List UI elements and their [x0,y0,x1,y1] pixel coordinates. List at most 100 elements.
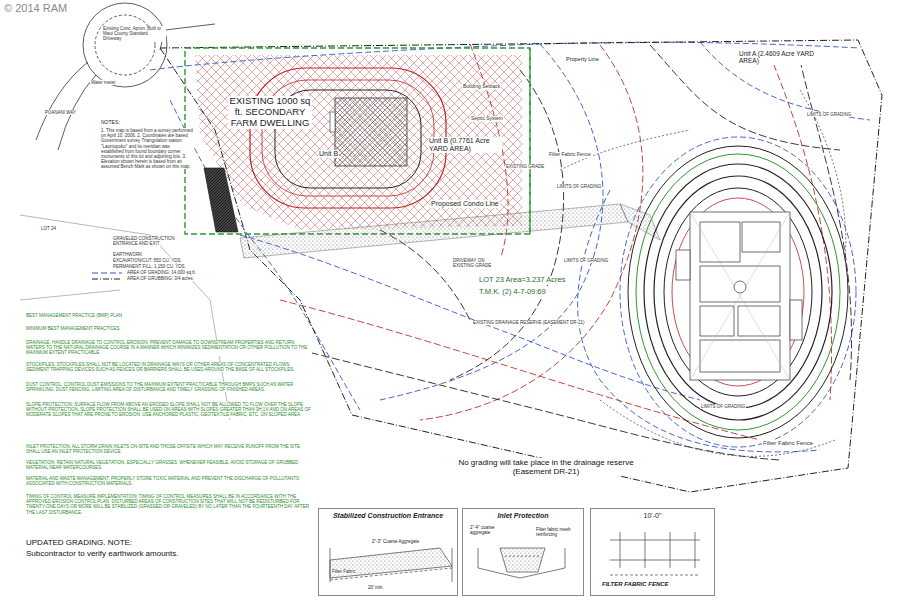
driveway [240,204,660,258]
detail-sketches-part [505,556,540,557]
dwelling [250,68,446,208]
bmp-heading: BEST MANAGEMENT PRACTICE (BMP) PLAN [25,313,123,318]
driveway-part [240,204,628,258]
legend-sample-line [92,273,122,274]
graded-mound-part [672,198,804,386]
crosshatch-area-part [195,55,522,230]
dwelling-part [330,112,335,132]
detail-sketches-part [330,568,452,580]
callout-text: LIMITS OF GRADING [563,258,609,263]
proposed-house-part [742,222,780,252]
callout-text: LIMITS OF GRADING [806,112,852,117]
graded-mound [620,137,856,447]
bmp-text: VEGETATION: RETAIN NATURAL VEGETATION, E… [25,460,312,470]
area-label: Unit B (0.7761 Acre YARD AREA) [428,137,502,153]
bmp-text: DRAINAGE: HANDLE DRAINAGE TO CONTROL ERO… [25,340,312,356]
detail-sketches-part [500,548,545,572]
street-name: PUANANI WAY [44,110,77,115]
filter-fabric-fence-part [600,400,835,456]
callout-text: Existing Conc. Apron, Built to Maui Coun… [102,26,166,42]
detail-title: 10'-0" [593,512,712,520]
proposed-house-part [700,306,734,336]
bmp-text: MATERIAL AND WASTE MANAGEMENT: PROPERLY … [25,476,312,486]
detail-callout: 2"-4" coarse aggregate [469,525,511,535]
graded-mound-part [628,146,848,438]
detail-box: 10'-0" FILTER FABRIC FENCE [590,508,715,596]
road-part [95,15,155,75]
detail-callout: FILTER FABRIC FENCE [601,581,670,588]
filter-fabric-fence [560,90,846,456]
watermark: © 2014 RAM [3,2,68,15]
notes-text: 1. This map is based from a survey perfo… [100,128,194,169]
detail-sketches-part [478,548,565,578]
update-note: UPDATED GRADING. NOTE: [25,538,133,547]
callout-text: Filter Fabric Fence [548,152,592,158]
proposed-house [676,212,802,380]
earthwork-text: PERMANENT FILL: 1,150 CU. YDS. [112,264,187,269]
earthwork-text: EARTHWORK [112,252,143,257]
legend-text: AREA OF GRADING: 14,000 sq.ft. [126,270,197,275]
detail-box: Inlet Protection2"-4" coarse aggregateFi… [462,508,584,596]
bmp-text: TIMING OF CONTROL MEASURE IMPLEMENTATION… [25,494,312,515]
graded-mound-part [644,164,832,420]
callout-text: Septic System [470,116,504,122]
contour-lines-part [650,45,840,150]
graded-mound-part [620,137,856,447]
building-label: EXISTING 1000 sq ft. SECONDARY FARM DWEL… [228,96,312,129]
detail-callout: Filter fabric mesh reinforcing [535,527,581,537]
proposed-house-part [700,266,780,302]
bmp-heading: MINIMUM BEST MANAGEMENT PRACTICES [25,326,121,331]
road-part [160,24,215,50]
unit-b-boundary [185,48,530,234]
road-part [83,3,167,87]
plan-note: No grading will take place in the draina… [455,458,637,476]
lot-label: LOT 23 Area=3.237 Acres [478,276,566,285]
dwelling-part [250,68,446,208]
detail-sketches-part [610,575,700,576]
legend-text: AREA OF GRUBBING: 3/4 acres [126,276,194,281]
callout-text: Water meter [90,80,117,85]
detail-sketches [330,532,700,582]
callout-text: EXISTING GRADE [505,164,545,169]
proposed-house-part [690,212,790,380]
update-note: Subcontractor to verify earthwork amount… [25,549,180,558]
road-part [36,62,88,140]
crosshatch-area [195,55,522,230]
bmp-text: STOCKPILES: STOCKPILES SHALL NOT BE LOCA… [25,362,312,372]
filter-fabric-fence-part [560,130,690,170]
contour-lines-part [700,42,870,120]
dwelling-part [335,98,407,166]
detail-callout: 20' min. [367,585,385,590]
detail-callout: 2"-3" Coarse Aggregate [371,539,420,544]
detail-sketches-part [620,532,695,568]
contour-lines [150,42,870,460]
bmp-text: DUST CONTROL: CONTROL DUST EMISSIONS TO … [25,382,312,392]
graded-mound-part [636,154,840,430]
lot-lines-part [20,290,120,300]
lot-name: LOT 24 [40,226,57,231]
unit-b-boundary-part [529,48,530,234]
detail-sketches-part [610,540,700,560]
contour-lines-part [578,190,820,452]
contour-lines-part [150,42,860,70]
legend-sample [92,270,122,276]
proposed-house-part [676,250,690,280]
proposed-house-part [738,306,780,336]
proposed-house-part [700,222,740,262]
construction-entrance-part [204,168,238,232]
detail-sketches-part [330,548,452,582]
line-label: Proposed Condo Line [430,200,500,208]
graded-mound-part [664,188,812,396]
line-label: Property Line [565,56,600,62]
bmp-text: INLET PROTECTION: ALL STORM DRAIN INLETS… [25,444,312,454]
unit-b-boundary-part [185,48,530,234]
legend-sample [92,276,122,282]
detail-sketches-part [330,548,452,578]
bmp-text: SLOPE PROTECTION: SURFACE FLOW FROM ABOV… [25,402,312,418]
unit-label: Unit B [318,150,339,158]
callout-text: GRAVELED CONSTRUCTION ENTRANCE AND EXIT [112,236,194,246]
detail-title: Stabilized Construction Entrance [321,512,455,520]
proposed-house-part [790,300,802,340]
property-line-part [160,40,882,492]
